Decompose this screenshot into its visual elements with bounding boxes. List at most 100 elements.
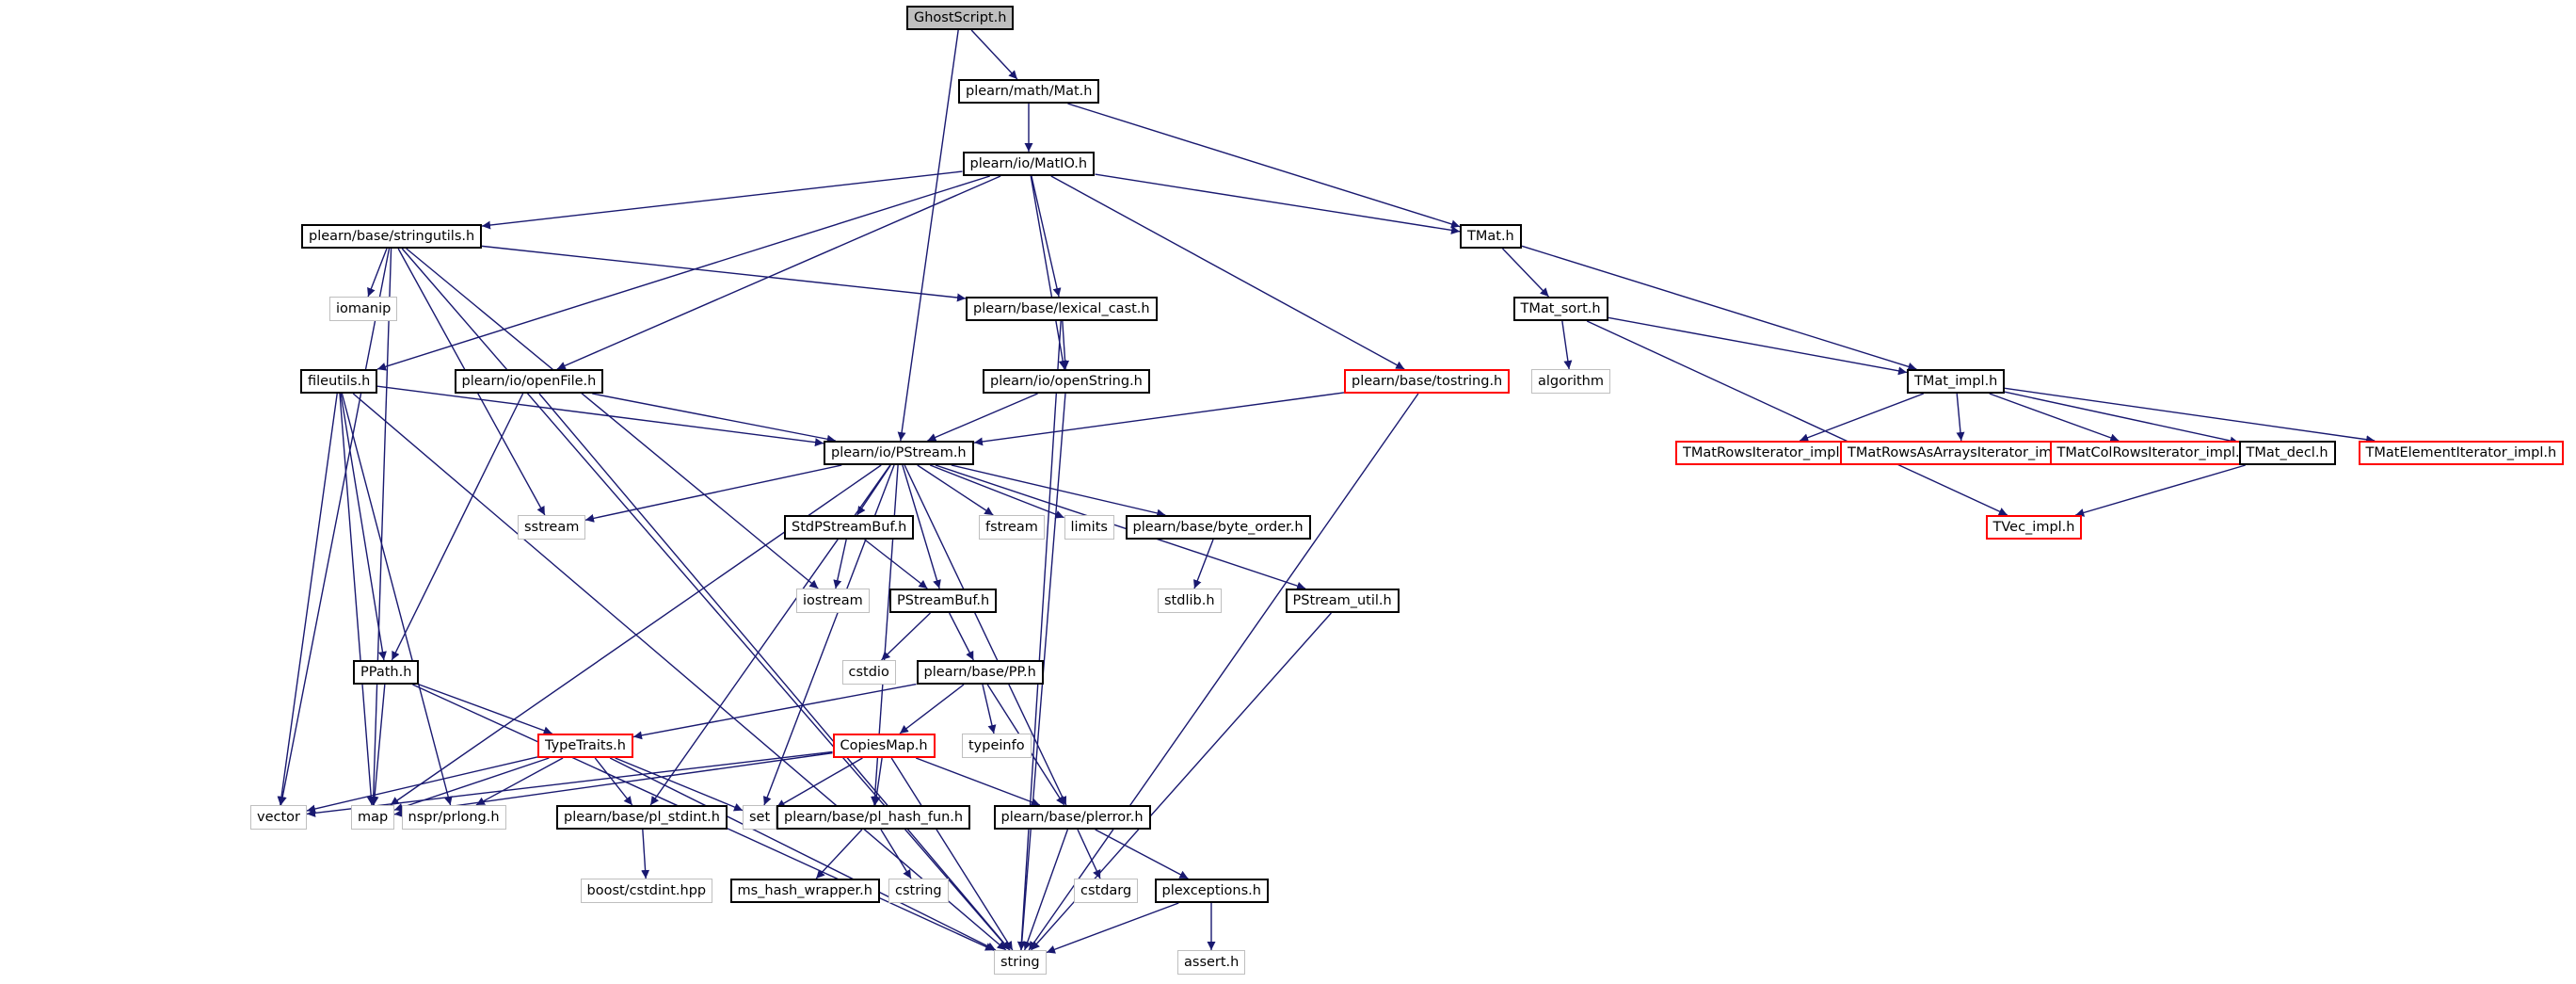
node-tvecimpl[interactable]: TVec_impl.h [1985,515,2083,540]
edge-fileutils-to-ppath [340,393,387,661]
edge-copiesmap-to-vector [306,750,833,817]
node-stringutils[interactable]: plearn/base/stringutils.h [301,224,483,249]
node-fileutils[interactable]: fileutils.h [300,369,378,394]
edge-matio-to-openfile [556,175,1001,370]
edge-fileutils-to-pstream [376,385,824,447]
node-plhash[interactable]: plearn/base/pl_hash_fun.h [776,805,971,830]
edge-stringutils-to-iomanip [367,248,388,298]
edge-tmatsort-to-tmatimpl [1608,316,1908,376]
edge-stringutils-to-vector [278,248,391,806]
node-matio[interactable]: plearn/io/MatIO.h [962,152,1096,176]
node-rowsarr[interactable]: TMatRowsAsArraysIterator_impl.h [1840,441,2086,465]
edge-fileutils-to-map [339,393,376,806]
edge-stdpsbuf-to-iostream [833,539,847,589]
edge-matio-to-stringutils [481,170,963,230]
edge-tmatdecl-to-tvecimpl [2075,464,2246,517]
node-tostring[interactable]: plearn/base/tostring.h [1344,369,1511,394]
edge-openstring-to-pstream [927,393,1038,442]
edge-plexc-to-string [1046,902,1179,954]
edge-openfile-to-pstream [592,393,836,444]
node-pp[interactable]: plearn/base/PP.h [916,660,1044,685]
edge-tmatimpl-to-colrows [1989,393,2120,443]
edge-lexical-to-string [1016,320,1062,951]
edge-stringutils-to-map [369,248,392,806]
edge-matio-to-openstring [1030,175,1067,370]
edge-openfile-to-string [538,393,1011,951]
node-copiesmap[interactable]: CopiesMap.h [832,734,936,758]
edge-plerror-to-plexc [1095,829,1189,879]
node-rowsiter[interactable]: TMatRowsIterator_impl.h [1675,441,1861,465]
edge-matio-to-lexical [1031,175,1062,298]
edge-ghost-to-pstream [897,29,959,442]
node-ppath[interactable]: PPath.h [353,660,420,685]
edge-pstream-to-plerror [904,464,1067,806]
edge-copiesmap-to-plhash [872,757,883,806]
node-colrows[interactable]: TMatColRowsIterator_impl.h [2049,441,2256,465]
node-lexical[interactable]: plearn/base/lexical_cast.h [966,297,1158,321]
node-cstdio: cstdio [841,660,896,685]
edge-ghost-to-mat [970,29,1018,80]
node-psbuf[interactable]: PStreamBuf.h [889,589,998,613]
edge-plhash-to-cstring [880,829,912,879]
edge-matio-to-tostring [1050,175,1405,370]
node-elemiter[interactable]: TMatElementIterator_impl.h [2358,441,2565,465]
edge-lexical-to-openstring [1061,320,1070,370]
node-vector: vector [250,805,307,830]
node-psutil[interactable]: PStream_util.h [1285,589,1400,613]
node-tmatimpl[interactable]: TMat_impl.h [1907,369,2006,394]
node-openstring[interactable]: plearn/io/openString.h [983,369,1150,394]
node-tmatsort[interactable]: TMat_sort.h [1512,297,1608,321]
edge-stringutils-to-iostream [406,248,819,589]
edge-ppath-to-typetraits [418,684,552,735]
node-pstream[interactable]: plearn/io/PStream.h [824,441,974,465]
edge-fileutils-to-string [352,393,1007,951]
node-tmat[interactable]: TMat.h [1460,224,1522,249]
edge-tmat-to-tmatimpl [1521,245,1917,371]
edge-tostring-to-pstream [973,392,1345,446]
node-cstdarg: cstdarg [1074,879,1139,903]
edge-pstream-to-limits [929,464,1064,519]
edge-tmatsort-to-tvecimpl [1586,320,2008,516]
edge-typetraits-to-string [609,757,997,951]
node-byteorder[interactable]: plearn/base/byte_order.h [1125,515,1311,540]
edge-psbuf-to-cstdio [881,612,931,661]
node-tmatdecl[interactable]: TMat_decl.h [2238,441,2336,465]
node-algorithm: algorithm [1531,369,1610,394]
node-openfile[interactable]: plearn/io/openFile.h [454,369,604,394]
node-mat[interactable]: plearn/math/Mat.h [958,79,1100,104]
edge-pstream-to-fstream [917,464,994,516]
edge-matio-to-fileutils [376,175,990,371]
node-assert: assert.h [1177,950,1246,975]
edge-fileutils-to-vector [277,393,338,806]
edge-typetraits-to-plstdint [594,757,633,806]
node-ghost[interactable]: GhostScript.h [906,6,1015,30]
edge-tmatsort-to-algorithm [1561,320,1573,370]
edge-fileutils-to-prlong [341,393,453,806]
node-string: string [994,950,1047,975]
edge-tmatimpl-to-rowsarr [1956,393,1965,442]
node-limits: limits [1064,515,1114,540]
edge-plerror-to-string [1023,829,1069,951]
edge-copiesmap-to-string [890,757,1014,951]
edge-tmatimpl-to-elemiter [2004,387,2376,444]
node-plerror[interactable]: plearn/base/plerror.h [993,805,1151,830]
edge-plerror-to-cstdarg [1077,829,1101,879]
edge-pstream-to-psbuf [902,464,941,589]
edge-pstream-to-psutil [935,464,1306,590]
node-cstdint: boost/cstdint.hpp [580,879,713,903]
node-typetraits[interactable]: TypeTraits.h [537,734,633,758]
edge-pp-to-typeinfo [982,684,997,734]
node-plstdint[interactable]: plearn/base/pl_stdint.h [556,805,728,830]
node-stdpsbuf[interactable]: StdPStreamBuf.h [784,515,915,540]
node-mshash[interactable]: ms_hash_wrapper.h [729,879,880,903]
edge-copiesmap-to-plerror [915,757,1041,807]
edge-plstdint-to-cstdint [641,829,650,879]
edge-typetraits-to-map [393,757,550,812]
edge-typetraits-to-prlong [475,757,564,806]
edge-byteorder-to-stdlib [1193,539,1214,589]
node-plexc[interactable]: plexceptions.h [1154,879,1269,903]
node-typeinfo: typeinfo [962,734,1032,758]
edge-pstream-to-byteorder [951,464,1166,518]
edge-tmatimpl-to-rowsiter [1799,393,1925,443]
